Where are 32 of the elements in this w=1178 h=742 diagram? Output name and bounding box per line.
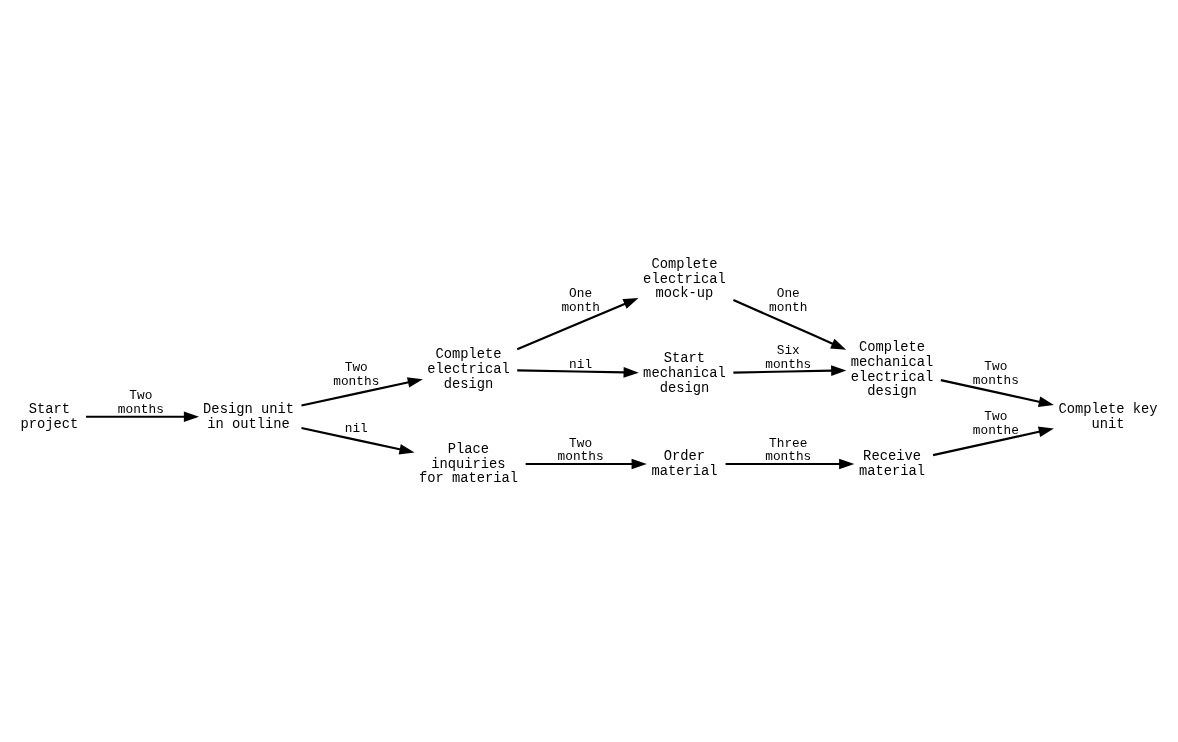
node-text: Place inquiries for material <box>418 441 519 486</box>
arrow <box>301 376 423 407</box>
arrow <box>725 458 855 469</box>
edge-label: One month <box>561 285 600 315</box>
edge-label: Two months <box>972 358 1019 388</box>
edge-label: Two months <box>557 435 604 464</box>
node-text: Start mechanical design <box>643 350 726 396</box>
edge-label: nil <box>344 420 368 436</box>
node-text: Complete electrical mock-up <box>643 256 726 301</box>
arrow <box>517 366 639 378</box>
node-text: Design unit in outline <box>203 401 294 432</box>
edge-label: Two months <box>333 359 380 389</box>
arrow <box>301 426 415 454</box>
edge-label: One month <box>769 285 808 315</box>
arrow <box>525 458 647 469</box>
arrow <box>86 410 200 422</box>
node-text: Start project <box>20 401 79 432</box>
node-text: Complete mechanical electrical design <box>850 339 934 399</box>
edge-label: Three months <box>765 435 812 464</box>
arrow <box>732 298 847 350</box>
arrow <box>940 378 1054 407</box>
arrow <box>733 364 847 376</box>
node-text: Complete key unit <box>1058 401 1158 432</box>
edge-label: nil <box>569 356 593 372</box>
edge-label: Two months <box>117 387 164 417</box>
node-text: Order material <box>651 448 718 479</box>
edge-label: Two monthe <box>972 408 1019 438</box>
arrow <box>932 426 1054 456</box>
node-text: Receive material <box>859 448 926 479</box>
arrow <box>516 297 639 350</box>
edge-label: Six months <box>765 342 812 372</box>
node-text: Complete electrical design <box>427 346 510 392</box>
